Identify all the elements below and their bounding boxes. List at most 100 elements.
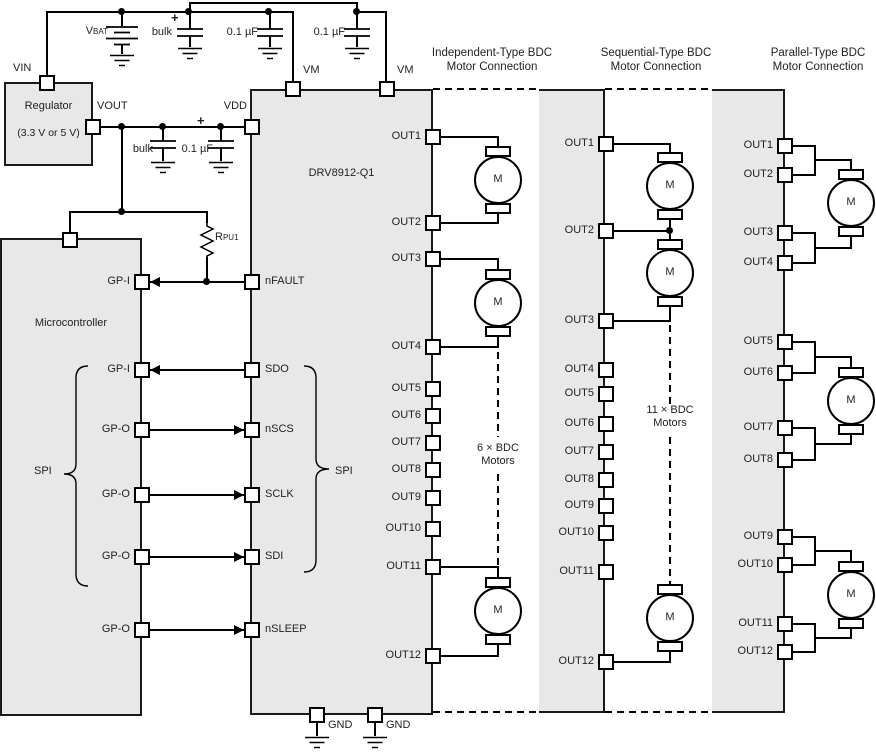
seq-out3-label: OUT3 — [564, 314, 594, 326]
motor-terminal — [657, 641, 683, 652]
junction-dot — [353, 8, 360, 15]
drv-out9-label: OUT9 — [391, 491, 421, 503]
motor-terminal — [485, 634, 511, 645]
par-out11-pin — [777, 616, 793, 632]
drv-vm2-pin — [379, 81, 395, 97]
arrowhead-right — [234, 552, 244, 562]
par-out3-label: OUT3 — [743, 226, 773, 238]
drv-out4-pin — [425, 339, 441, 355]
drv-nscs-pin — [244, 422, 260, 438]
regulator-vin-pin — [39, 75, 55, 91]
vdd-bulk-label: bulk — [132, 143, 153, 155]
dashed-separator — [433, 711, 539, 713]
capacitor-icon — [257, 28, 283, 37]
par-out12-pin — [777, 644, 793, 660]
drv-out10-label: OUT10 — [385, 522, 421, 534]
motor-label: M — [846, 196, 856, 208]
ground-icon — [258, 47, 282, 60]
motor-terminal — [485, 326, 511, 337]
dashed-separator — [433, 88, 539, 90]
motor-independent-3: M — [474, 577, 522, 645]
drv8912-block — [250, 89, 433, 715]
mcu-gpo2-label: GP-O — [101, 488, 130, 500]
motor-parallel-1: M — [827, 169, 875, 237]
regulator-block — [4, 82, 93, 166]
motor-label: M — [493, 173, 503, 185]
motor-body — [827, 179, 875, 227]
par-out10-label: OUT10 — [737, 558, 773, 570]
par-out9-pin — [777, 529, 793, 545]
ground-icon — [305, 736, 329, 749]
drv-out6-label: OUT6 — [391, 409, 421, 421]
motor-label: M — [846, 394, 856, 406]
vdd-cap-label: 0.1 µF — [181, 143, 213, 155]
vbat-label: VBAT — [85, 25, 108, 37]
par-out2-pin — [777, 167, 793, 183]
motor-terminal — [838, 226, 864, 237]
ground-icon — [209, 161, 233, 174]
par-out12-label: OUT12 — [737, 645, 773, 657]
mcu-gpi2-pin — [134, 362, 150, 378]
seq-out6-label: OUT6 — [564, 417, 594, 429]
battery-icon — [106, 26, 138, 46]
par-out8-pin — [777, 452, 793, 468]
ground-icon — [151, 161, 175, 174]
seq-out12-label: OUT12 — [558, 655, 594, 667]
par-out11-label: OUT11 — [738, 617, 773, 629]
arrowhead-right — [234, 625, 244, 635]
drv-gnd1-pin — [309, 707, 325, 723]
par-out6-pin — [777, 365, 793, 381]
motor-body — [646, 594, 694, 642]
seq-out11-pin — [598, 564, 614, 580]
regulator-title: Regulator — [24, 100, 73, 112]
seq-out2-label: OUT2 — [564, 224, 594, 236]
seq-out8-label: OUT8 — [564, 473, 594, 485]
bulk-cap-label: bulk — [151, 26, 172, 38]
par-out6-label: OUT6 — [743, 366, 773, 378]
drv-out2-pin — [425, 215, 441, 231]
ground-icon — [363, 736, 387, 749]
mcu-gpo4-pin — [134, 622, 150, 638]
drv-nsleep-label: nSLEEP — [265, 623, 307, 635]
motor-independent-1: M — [474, 146, 522, 214]
par-out3-pin — [777, 225, 793, 241]
seq-out1-pin — [598, 136, 614, 152]
spi-brace-right-icon — [303, 365, 330, 573]
junction-dot — [118, 123, 125, 130]
regulator-vout-pin — [85, 119, 101, 135]
drv-out12-pin — [425, 648, 441, 664]
spi-right-label: SPI — [335, 465, 353, 477]
seq-out7-pin — [598, 444, 614, 460]
junction-dot — [185, 8, 192, 15]
seq-out10-label: OUT10 — [558, 526, 594, 538]
par-out10-pin — [777, 557, 793, 573]
drv-out8-label: OUT8 — [391, 463, 421, 475]
drv-sdi-label: SDI — [265, 550, 284, 562]
drv-sdi-pin — [244, 549, 260, 565]
par-out1-label: OUT1 — [743, 139, 773, 151]
vm2-label: VM — [397, 64, 414, 76]
mcu-gpi1-label: GP-I — [107, 275, 130, 287]
rpu1-label: RPU1 — [215, 231, 239, 243]
junction-dot — [265, 8, 272, 15]
drv-out11-pin — [425, 559, 441, 575]
par-out7-label: OUT7 — [743, 421, 773, 433]
seq-out1-label: OUT1 — [564, 137, 594, 149]
seq-out9-label: OUT9 — [564, 499, 594, 511]
seq-out9-pin — [598, 498, 614, 514]
junction-dot — [118, 8, 125, 15]
drv-out1-pin — [425, 129, 441, 145]
par-out7-pin — [777, 420, 793, 436]
gnd1-label: GND — [328, 719, 353, 731]
mcu-gpo3-pin — [134, 549, 150, 565]
seq-out12-pin — [598, 654, 614, 670]
microcontroller-block — [0, 238, 142, 716]
resistor-icon — [199, 222, 215, 258]
mcu-gpo4-label: GP-O — [101, 623, 130, 635]
seq-out4-pin — [598, 362, 614, 378]
motor-body — [646, 249, 694, 297]
spi-brace-left-icon — [63, 365, 89, 587]
seq-out4-label: OUT4 — [564, 363, 594, 375]
